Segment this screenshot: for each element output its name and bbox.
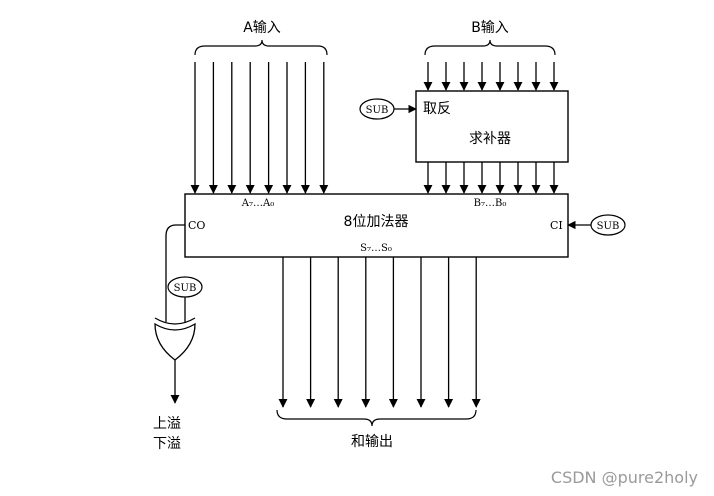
b-input-brace <box>424 39 556 56</box>
s-port-label: S₇…S₀ <box>360 243 392 254</box>
sum-output-brace <box>276 409 477 427</box>
complementer-label-line1: 取反 <box>423 101 451 117</box>
complementer-output-arrows <box>423 162 559 194</box>
ci-port-label: CI <box>550 219 563 232</box>
a-input-label: A输入 <box>243 20 281 36</box>
sub-label-ci: SUB <box>597 221 620 232</box>
watermark: CSDN @pure2holy <box>551 468 698 487</box>
a-input-arrows <box>190 62 329 194</box>
overflow-label-line2: 下溢 <box>153 436 181 452</box>
complementer-label-line2: 求补器 <box>469 131 511 147</box>
xor-gate <box>154 317 196 361</box>
co-wire <box>165 224 185 322</box>
a-port-label: A₇…A₀ <box>241 198 274 209</box>
adder-box <box>184 193 569 258</box>
co-port-label: CO <box>188 219 205 232</box>
b-input-label: B输入 <box>471 20 509 36</box>
overflow-label-line1: 上溢 <box>153 416 181 432</box>
sub-label-complementer: SUB <box>366 105 389 116</box>
sum-output-label: 和输出 <box>351 434 393 450</box>
complementer-box <box>415 90 569 163</box>
adder-title: 8位加法器 <box>344 214 409 230</box>
a-input-brace <box>194 39 328 56</box>
b-port-label: B₇…B₀ <box>474 198 507 209</box>
sum-output-arrows <box>278 257 481 408</box>
sub-label-xor: SUB <box>174 283 197 294</box>
b-input-arrows <box>423 62 559 91</box>
